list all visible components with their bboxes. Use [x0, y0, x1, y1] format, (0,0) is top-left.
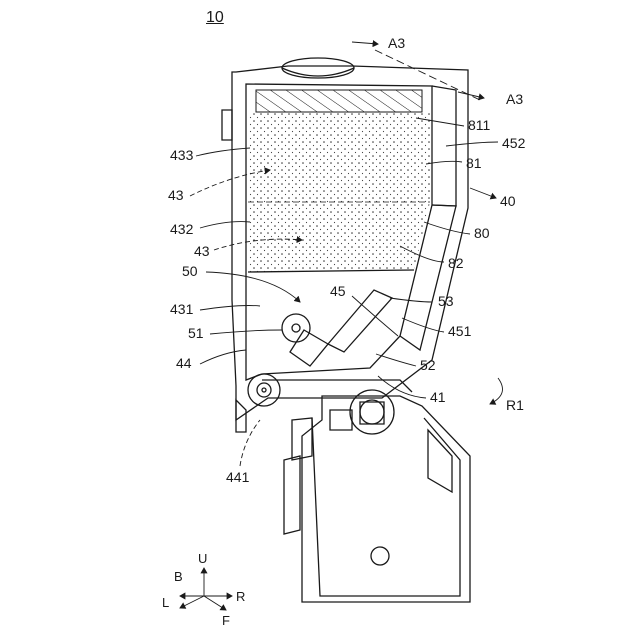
label-451: 451 — [448, 324, 471, 338]
label-441: 441 — [226, 470, 249, 484]
toner-432 — [248, 202, 430, 272]
label-431: 431 — [170, 302, 193, 316]
label-81: 81 — [466, 156, 482, 170]
direction-back: B — [174, 570, 183, 583]
label-44: 44 — [176, 356, 192, 370]
label-45: 45 — [330, 284, 346, 298]
direction-right: R — [236, 590, 245, 603]
label-811: 811 — [468, 118, 490, 132]
label-40: 40 — [500, 194, 516, 208]
label-43-lower: 43 — [194, 244, 210, 258]
label-432: 432 — [170, 222, 193, 236]
label-80: 80 — [474, 226, 490, 240]
label-A3-top: A3 — [388, 36, 405, 50]
label-50: 50 — [182, 264, 198, 278]
label-R1: R1 — [506, 398, 524, 412]
lower-housing — [302, 396, 470, 602]
shaft-51 — [282, 314, 310, 342]
direction-left: L — [162, 596, 169, 609]
direction-front: F — [222, 614, 230, 627]
toner-433 — [248, 112, 430, 202]
label-52: 52 — [420, 358, 436, 372]
label-51: 51 — [188, 326, 204, 340]
label-433: 433 — [170, 148, 193, 162]
label-43-upper: 43 — [168, 188, 184, 202]
figure-number: 10 — [206, 10, 224, 26]
label-41: 41 — [430, 390, 446, 404]
left-tab — [222, 110, 232, 140]
agitator-paddle — [328, 290, 392, 352]
top-cap — [282, 58, 354, 78]
label-53: 53 — [438, 294, 454, 308]
direction-up: U — [198, 552, 207, 565]
label-A3-right: A3 — [506, 92, 523, 106]
label-452: 452 — [502, 136, 525, 150]
seal-811 — [256, 90, 422, 112]
hole — [371, 547, 389, 565]
label-82: 82 — [448, 256, 464, 270]
